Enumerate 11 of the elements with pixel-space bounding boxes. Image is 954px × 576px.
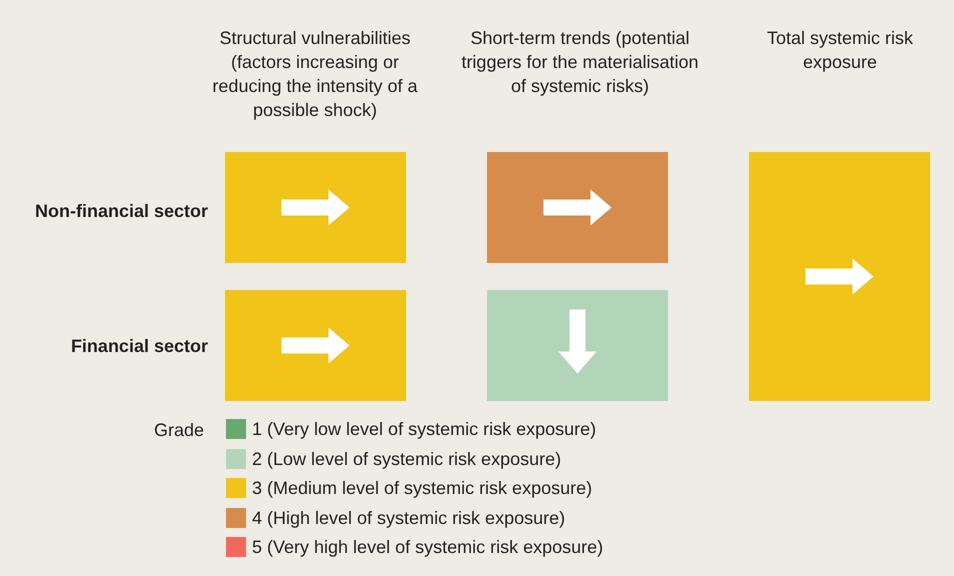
column-heading: Short-term trends (potential triggers for the materialisation of systemic risks) <box>460 27 700 98</box>
legend-title: Grade <box>154 419 206 442</box>
legend-label: 1 (Very low level of systemic risk exposure) <box>252 418 596 440</box>
column-heading: Structural vulnerabilities (factors increasing or reducing the intensity of a possible shock) <box>211 27 419 122</box>
column-heading: Total systemic risk exposure <box>766 27 914 74</box>
row-heading: Non-financial sector <box>34 200 208 223</box>
legend-label: 2 (Low level of systemic risk exposure) <box>252 448 562 470</box>
row-heading: Financial sector <box>70 335 208 358</box>
legend-label: 5 (Very high level of systemic risk exposure) <box>252 536 604 558</box>
legend-label: 3 (Medium level of systemic risk exposure) <box>252 477 592 499</box>
legend-label: 4 (High level of systemic risk exposure) <box>252 506 566 528</box>
